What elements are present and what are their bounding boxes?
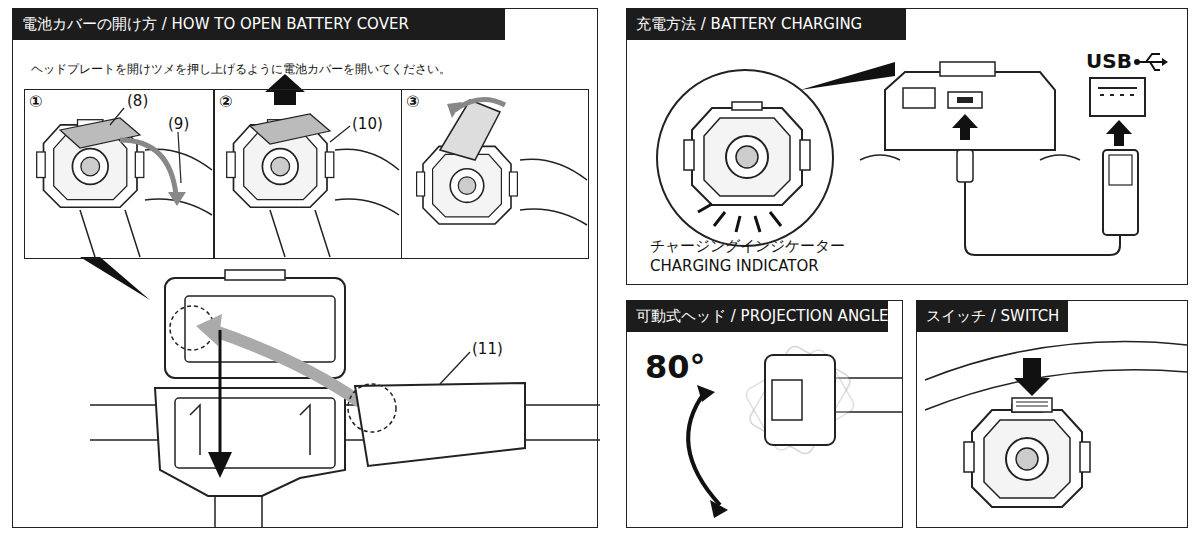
step-one-art-part [168, 192, 186, 206]
charging-art-part [684, 102, 810, 205]
step-one-art-part [120, 140, 176, 195]
charging-art-part [952, 114, 978, 140]
battery-compartment-art-part [165, 278, 345, 378]
projection-art-part [772, 380, 802, 420]
charging-art-part [885, 72, 1055, 150]
switch-art [925, 342, 1187, 507]
step-three-art-part [455, 100, 505, 110]
charging-art-part [940, 62, 995, 76]
label-text: チャージングインジケーター [650, 238, 845, 255]
step-box: ② [214, 89, 402, 259]
step-number: ① [29, 92, 43, 111]
step-one-art-part [80, 257, 150, 300]
charging-art-part [1106, 120, 1132, 146]
step-two-art-part [250, 114, 330, 144]
battery-compartment-art-part [155, 388, 345, 496]
step-box: ① [24, 89, 214, 259]
charging-art-part [1109, 155, 1132, 185]
charging-art-part [1098, 88, 1137, 95]
step-box: ③ [401, 89, 589, 259]
panel-heading: 可動式ヘッド / PROJECTION ANGLE [626, 300, 888, 332]
battery-compartment-art-part [440, 352, 470, 384]
battery-compartment-art-part [208, 452, 232, 478]
projection-art-part [744, 347, 857, 453]
step-one-art-part [110, 108, 124, 125]
switch-art-part [964, 404, 1090, 507]
charging-art-part [1103, 150, 1138, 235]
projection-art-part [710, 500, 728, 518]
charging-art-part [1162, 58, 1168, 66]
label-text: CHARGING INDICATOR [650, 258, 819, 275]
step-number: ③ [406, 92, 420, 111]
switch-art-part [925, 342, 1187, 410]
battery-compartment-art-part [219, 330, 222, 455]
callout-number: (9) [168, 116, 189, 133]
panel-heading: 電池カバーの開け方 / HOW TO OPEN BATTERY COVER [12, 8, 505, 40]
charging-art [657, 54, 1168, 255]
step-three-art-part [440, 100, 500, 160]
callout-number: (11) [472, 341, 503, 358]
charging-art-part [1138, 54, 1162, 70]
projection-art [688, 344, 903, 518]
charging-art-part [957, 150, 973, 182]
charging-art-part [1134, 59, 1140, 65]
label-text: USB [1086, 50, 1132, 72]
step-two-art [227, 74, 399, 257]
charging-art-part [657, 70, 833, 246]
step-three-art [417, 100, 587, 225]
label-text: 80° [645, 350, 706, 385]
battery-compartment-art-part [355, 383, 525, 466]
panel-heading: スイッチ / SWITCH [916, 300, 1068, 332]
charging-art-part [1090, 78, 1145, 116]
panel-box: スイッチ / SWITCH [916, 300, 1188, 528]
instruction-note: ヘッドプレートを開けツメを押し上げるように電池カバーを開いてください。 [31, 61, 451, 78]
charging-art-part [800, 62, 895, 90]
projection-art-part [697, 385, 715, 402]
panel-heading: 充電方法 / BATTERY CHARGING [626, 8, 906, 40]
projection-art-part-part [744, 347, 857, 453]
step-three-art-part [447, 102, 462, 118]
charging-art-part [948, 92, 982, 108]
charging-art-part [903, 88, 935, 108]
switch-art-part [1014, 358, 1050, 396]
step-three-art-part [520, 159, 587, 225]
projection-art-part [765, 355, 835, 445]
step-one-art [37, 108, 212, 300]
battery-compartment-art-part [348, 384, 396, 432]
panel-box: 可動式ヘッド / PROJECTION ANGLE [626, 300, 903, 528]
switch-art-part [1012, 398, 1052, 412]
battery-compartment-art-part [175, 398, 335, 468]
projection-art-part [688, 392, 720, 505]
callout-number: (8) [127, 93, 148, 110]
panel-box: 電池カバーの開け方 / HOW TO OPEN BATTERY COVER ヘッド… [12, 8, 598, 528]
switch-art-part [1016, 402, 1048, 406]
battery-compartment-art-part [225, 270, 285, 280]
battery-compartment-art-part [190, 405, 310, 455]
step-number: ② [219, 92, 233, 111]
charging-art-part [965, 182, 1120, 255]
step-one-art-part [178, 132, 181, 183]
battery-compartment-art-part [196, 314, 222, 346]
battery-compartment-art [90, 270, 600, 528]
charging-art-part [698, 204, 781, 232]
callout-number: (10) [352, 116, 383, 133]
step-one-art-part [60, 118, 140, 148]
battery-compartment-art-part [212, 330, 360, 402]
step-two-art-part [330, 126, 350, 142]
charging-art-part [957, 97, 973, 103]
